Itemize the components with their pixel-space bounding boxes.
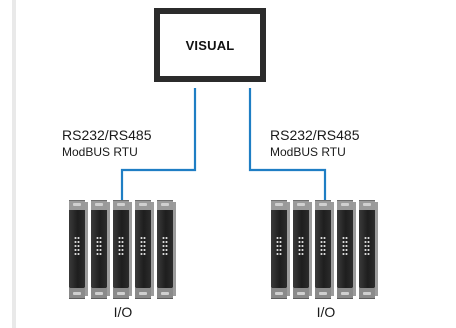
- module-side: [287, 202, 290, 296]
- io-module: [156, 200, 176, 300]
- io-module: [68, 200, 88, 300]
- module-side: [375, 202, 378, 296]
- protocol-type: ModBUS RTU: [62, 145, 138, 159]
- screw-icon: [275, 203, 283, 206]
- wire-left: [120, 88, 197, 206]
- io-module: [358, 200, 378, 300]
- module-led-icon: [342, 236, 348, 256]
- io-module-group-left: [68, 200, 178, 300]
- screw-icon: [139, 292, 147, 295]
- screw-icon: [319, 203, 327, 206]
- io-module: [112, 200, 132, 300]
- module-led-icon: [364, 236, 370, 256]
- module-led-icon: [74, 236, 80, 256]
- module-led-icon: [162, 236, 168, 256]
- screw-icon: [275, 292, 283, 295]
- module-side: [107, 202, 110, 296]
- screw-icon: [95, 292, 103, 295]
- module-side: [85, 202, 88, 296]
- screw-icon: [117, 203, 125, 206]
- protocol-name: RS232/RS485: [270, 127, 360, 143]
- module-side: [331, 202, 334, 296]
- module-side: [309, 202, 312, 296]
- io-module: [90, 200, 110, 300]
- protocol-name: RS232/RS485: [62, 127, 152, 143]
- screw-icon: [117, 292, 125, 295]
- protocol-label-right: RS232/RS485 ModBUS RTU: [270, 128, 360, 158]
- module-led-icon: [276, 236, 282, 256]
- screw-icon: [297, 203, 305, 206]
- screw-icon: [319, 292, 327, 295]
- io-module: [292, 200, 312, 300]
- module-led-icon: [118, 236, 124, 256]
- module-led-icon: [320, 236, 326, 256]
- module-led-icon: [298, 236, 304, 256]
- visual-label: VISUAL: [185, 37, 235, 53]
- screw-icon: [341, 203, 349, 206]
- protocol-type: ModBUS RTU: [270, 145, 346, 159]
- screw-icon: [363, 292, 371, 295]
- io-label-right: I/O: [316, 304, 336, 320]
- io-module: [336, 200, 356, 300]
- io-module: [134, 200, 154, 300]
- left-divider: [12, 0, 16, 328]
- module-side: [353, 202, 356, 296]
- module-led-icon: [96, 236, 102, 256]
- module-side: [173, 202, 176, 296]
- io-label-left: I/O: [113, 304, 133, 320]
- screw-icon: [297, 292, 305, 295]
- io-module: [270, 200, 290, 300]
- screw-icon: [161, 292, 169, 295]
- screw-icon: [73, 292, 81, 295]
- screw-icon: [139, 203, 147, 206]
- screw-icon: [363, 203, 371, 206]
- module-side: [151, 202, 154, 296]
- screw-icon: [73, 203, 81, 206]
- protocol-label-left: RS232/RS485 ModBUS RTU: [62, 128, 152, 158]
- module-led-icon: [140, 236, 146, 256]
- screw-icon: [161, 203, 169, 206]
- io-module: [314, 200, 334, 300]
- screw-icon: [95, 203, 103, 206]
- screw-icon: [341, 292, 349, 295]
- wire-right: [248, 88, 327, 206]
- module-side: [129, 202, 132, 296]
- visual-panel: VISUAL: [154, 8, 266, 82]
- io-module-group-right: [270, 200, 380, 300]
